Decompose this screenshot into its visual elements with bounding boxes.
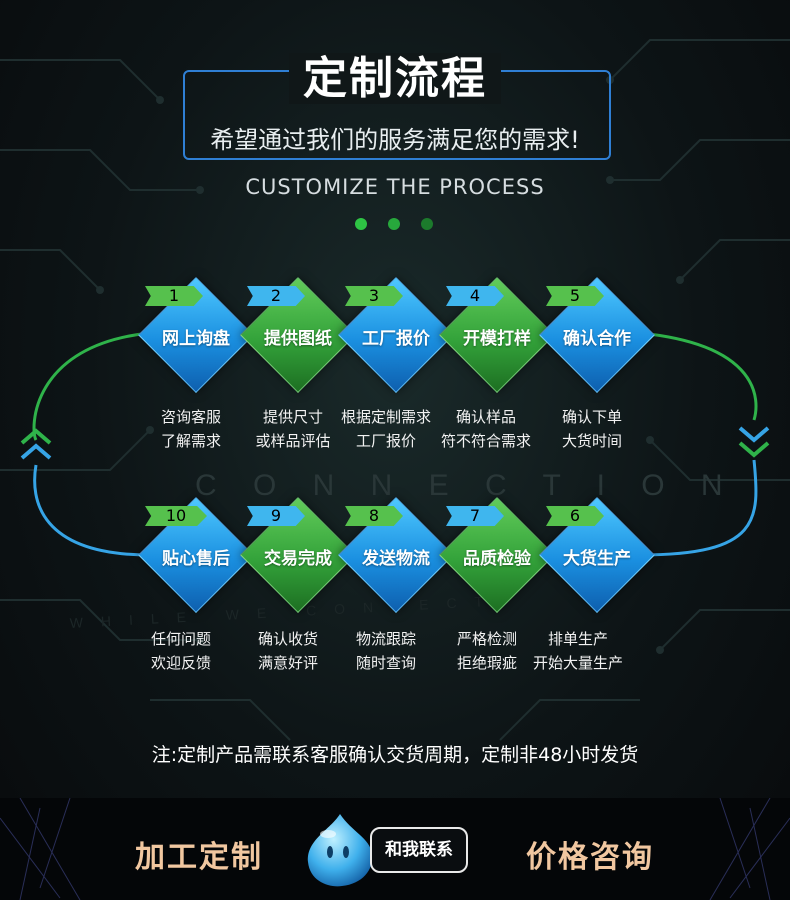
step-description: 严格检测拒绝瑕疵 [427, 627, 547, 675]
step-description-line: 欢迎反馈 [150, 654, 211, 672]
process-step: 开模打样 [439, 277, 555, 393]
step-label: 确认合作 [563, 329, 631, 349]
step-number-badge: 5 [546, 286, 604, 306]
process-step: 贴心售后 [138, 497, 254, 613]
footer-light-lines [0, 798, 790, 900]
step-description-line: 大货时间 [561, 432, 622, 450]
step-description-line: 工厂报价 [355, 432, 416, 450]
step-number-badge: 6 [546, 506, 604, 526]
process-step: 确认合作 [539, 277, 655, 393]
step-number-badge: 2 [247, 286, 305, 306]
step-description: 排单生产开始大量生产 [518, 627, 638, 675]
custom-processing-link[interactable]: 加工定制 [135, 840, 263, 875]
step-number-badge: 1 [145, 286, 203, 306]
process-step: 品质检验 [439, 497, 555, 613]
step-description-line: 了解需求 [160, 432, 221, 450]
step-number-badge: 3 [345, 286, 403, 306]
step-label: 发送物流 [362, 549, 430, 569]
dot-1 [355, 218, 367, 230]
right-loop-arc-blue [639, 459, 758, 557]
step-description: 确认样品符不符合需求 [426, 405, 546, 453]
step-description: 任何问题欢迎反馈 [121, 627, 241, 675]
double-chevron-up-icon [20, 428, 52, 460]
step-label: 开模打样 [463, 329, 531, 349]
process-step: 大货生产 [539, 497, 655, 613]
step-description-line: 物流跟踪 [355, 630, 416, 648]
step-description-line: 确认收货 [257, 630, 318, 648]
step-description-line: 开始大量生产 [532, 654, 623, 672]
step-description-line: 提供尺寸 [262, 408, 323, 426]
step-label: 贴心售后 [162, 549, 230, 569]
step-label: 大货生产 [563, 549, 631, 569]
left-loop-arc-blue [33, 464, 151, 557]
page-title: 定制流程 [0, 42, 790, 106]
double-chevron-down-icon [738, 426, 770, 458]
step-number-badge: 7 [446, 506, 504, 526]
step-label: 工厂报价 [362, 329, 430, 349]
step-number-badge: 4 [446, 286, 504, 306]
step-description: 确认下单大货时间 [532, 405, 652, 453]
dot-3 [421, 218, 433, 230]
step-description-line: 严格检测 [456, 630, 517, 648]
step-number-badge: 10 [145, 506, 207, 526]
delivery-note: 注:定制产品需联系客服确认交货周期，定制非48小时发货 [151, 744, 639, 766]
connection-watermark: C O N N E C T I O N [195, 469, 737, 502]
step-label: 提供图纸 [264, 329, 332, 349]
process-step: 发送物流 [338, 497, 454, 613]
mascot-icon [307, 814, 373, 887]
process-step: 工厂报价 [338, 277, 454, 393]
step-label: 品质检验 [463, 549, 531, 569]
step-description-line: 排单生产 [547, 630, 608, 648]
process-step: 交易完成 [240, 497, 356, 613]
process-step: 网上询盘 [138, 277, 254, 393]
step-description-line: 或样品评估 [255, 432, 331, 450]
contact-us-button[interactable]: 和我联系 [370, 827, 468, 873]
step-description: 咨询客服了解需求 [131, 405, 251, 453]
step-number-badge: 8 [345, 506, 403, 526]
page-subtitle: 希望通过我们的服务满足您的需求! [210, 126, 580, 154]
process-step: 提供图纸 [240, 277, 356, 393]
step-description-line: 随时查询 [355, 654, 416, 672]
step-label: 交易完成 [264, 549, 332, 569]
right-loop-arc-green [639, 331, 758, 421]
english-title: CUSTOMIZE THE PROCESS [245, 175, 545, 199]
step-description: 提供尺寸或样品评估 [233, 405, 353, 453]
step-description: 确认收货满意好评 [228, 627, 348, 675]
step-number-badge: 9 [247, 506, 305, 526]
step-description-line: 拒绝瑕疵 [456, 654, 517, 672]
step-label: 网上询盘 [162, 329, 230, 349]
step-description: 根据定制需求工厂报价 [326, 405, 446, 453]
step-description-line: 满意好评 [257, 654, 318, 672]
step-description-line: 咨询客服 [160, 408, 221, 426]
step-description-line: 符不符合需求 [440, 432, 531, 450]
step-description-line: 根据定制需求 [340, 408, 431, 426]
step-description-line: 任何问题 [150, 630, 211, 648]
step-description-line: 确认下单 [561, 408, 622, 426]
step-description-line: 确认样品 [455, 408, 516, 426]
step-description: 物流跟踪随时查询 [326, 627, 446, 675]
dot-2 [388, 218, 400, 230]
price-inquiry-link[interactable]: 价格咨询 [526, 840, 654, 875]
